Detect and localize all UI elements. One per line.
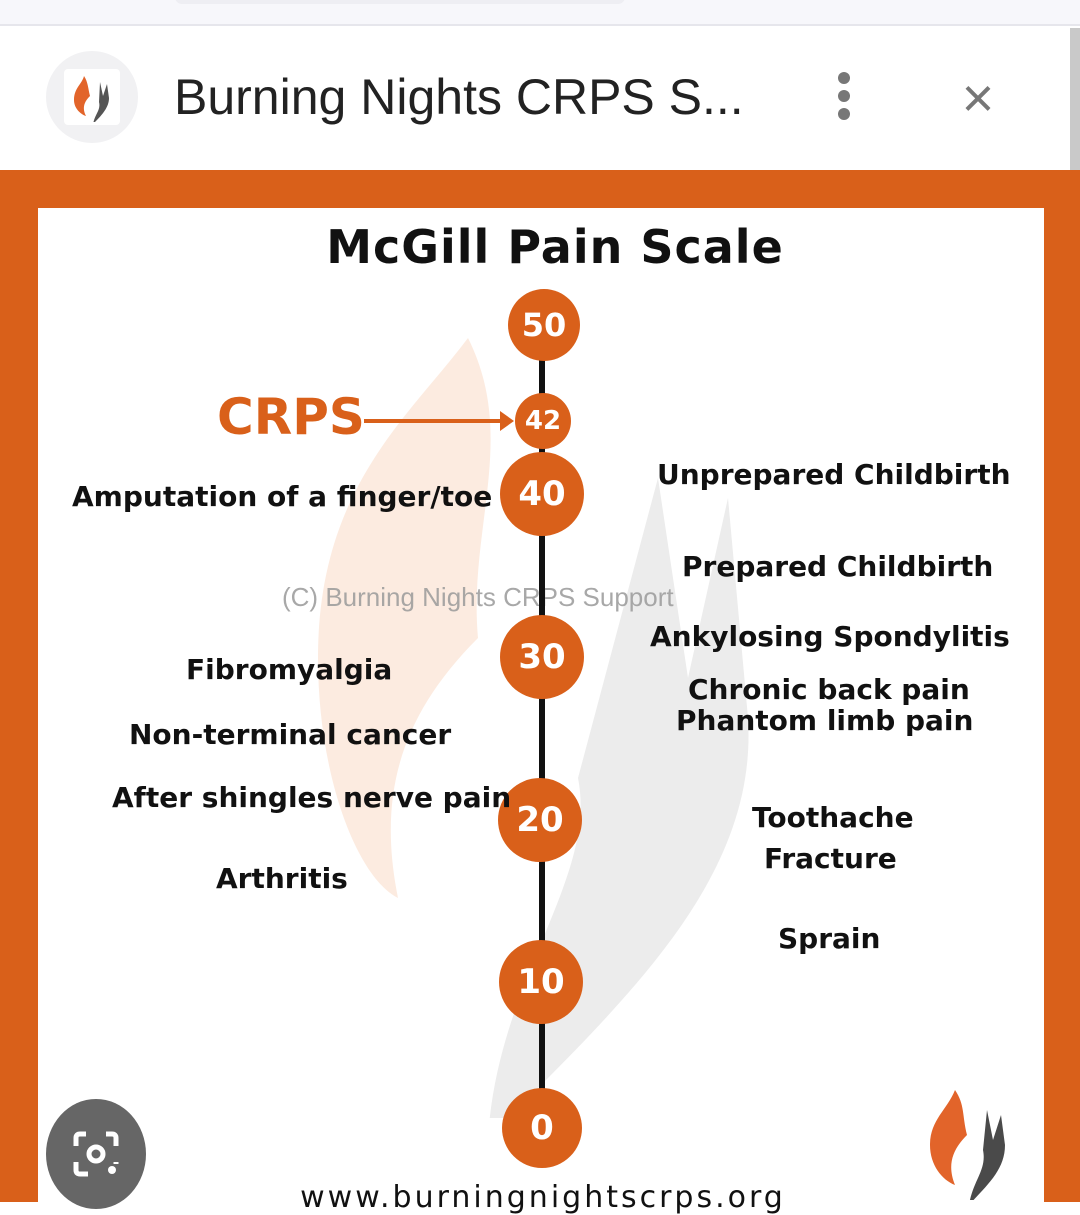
right-label: Sprain (778, 922, 881, 955)
scale-node-42: 42 (515, 393, 571, 449)
left-label: Amputation of a finger/toe (72, 480, 493, 513)
google-lens-icon[interactable] (46, 1099, 146, 1209)
flame-hand-icon (74, 76, 109, 122)
right-label: Unprepared Childbirth (657, 458, 1011, 491)
right-label: Ankylosing Spondylitis (650, 620, 1010, 653)
left-label: After shingles nerve pain (112, 781, 512, 814)
watermark-text: (C) Burning Nights CRPS Support (282, 582, 674, 612)
left-label: Non-terminal cancer (129, 718, 452, 751)
scale-node-20: 20 (498, 778, 582, 862)
right-label: Toothache (752, 801, 914, 834)
right-label: Prepared Childbirth (682, 550, 994, 583)
scale-node-30: 30 (500, 615, 584, 699)
right-label: Chronic back pain (688, 673, 970, 706)
crps-label: CRPS (217, 388, 365, 446)
site-favicon (46, 51, 138, 143)
brand-logo (925, 1085, 1015, 1205)
status-bar (0, 0, 1080, 26)
page-title: Burning Nights CRPS S... (174, 69, 744, 125)
more-vert-icon[interactable] (830, 72, 858, 124)
scale-axis (539, 325, 545, 1125)
chart-title: McGill Pain Scale (326, 220, 784, 274)
arrow-icon (364, 411, 514, 431)
scale-node-10: 10 (499, 940, 583, 1024)
scale-node-0: 0 (502, 1088, 582, 1168)
left-label: Arthritis (216, 862, 348, 895)
sheet-header (0, 28, 1080, 170)
close-icon[interactable]: × (961, 66, 995, 129)
website-url: www.burningnightscrps.org (300, 1180, 786, 1215)
url-pill (175, 0, 625, 4)
left-label: Fibromyalgia (186, 653, 393, 686)
right-label: Fracture (764, 842, 897, 875)
scale-node-40: 40 (500, 452, 584, 536)
scale-node-50: 50 (508, 289, 580, 361)
right-label: Phantom limb pain (676, 704, 974, 737)
